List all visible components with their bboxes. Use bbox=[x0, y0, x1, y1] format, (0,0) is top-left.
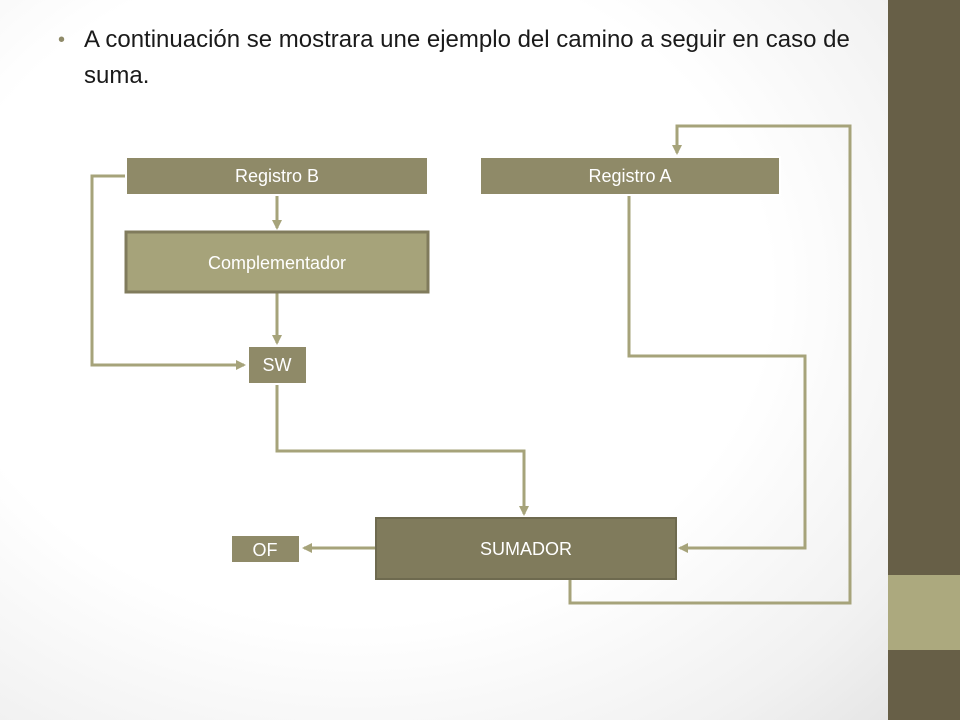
side-bar-accent bbox=[888, 575, 960, 650]
label-sumador: SUMADOR bbox=[480, 539, 572, 559]
connector-registro-b-to-sw bbox=[90, 174, 246, 370]
bullet-point: • A continuación se mostrara une ejemplo… bbox=[58, 22, 858, 94]
bullet-icon: • bbox=[58, 29, 66, 51]
flow-diagram: Registro B Registro A Complementador SW … bbox=[90, 124, 852, 605]
label-sw: SW bbox=[263, 355, 292, 375]
box-of: OF bbox=[230, 534, 301, 564]
box-sw: SW bbox=[247, 345, 308, 385]
box-sumador: SUMADOR bbox=[375, 517, 677, 580]
box-complementador: Complementador bbox=[124, 230, 430, 294]
slide-background bbox=[0, 0, 888, 720]
connector-sumador-to-registro-a bbox=[568, 124, 852, 605]
label-registro-a: Registro A bbox=[588, 166, 671, 186]
label-registro-b: Registro B bbox=[235, 166, 319, 186]
bullet-text: A continuación se mostrara une ejemplo d… bbox=[84, 26, 850, 89]
connector-registro-a-to-sumador bbox=[627, 195, 807, 553]
label-complementador: Complementador bbox=[208, 253, 346, 273]
label-of: OF bbox=[253, 540, 278, 560]
box-registro-b: Registro B bbox=[125, 156, 429, 196]
connector-sw-to-sumador bbox=[275, 384, 529, 516]
box-registro-a: Registro A bbox=[479, 156, 781, 196]
